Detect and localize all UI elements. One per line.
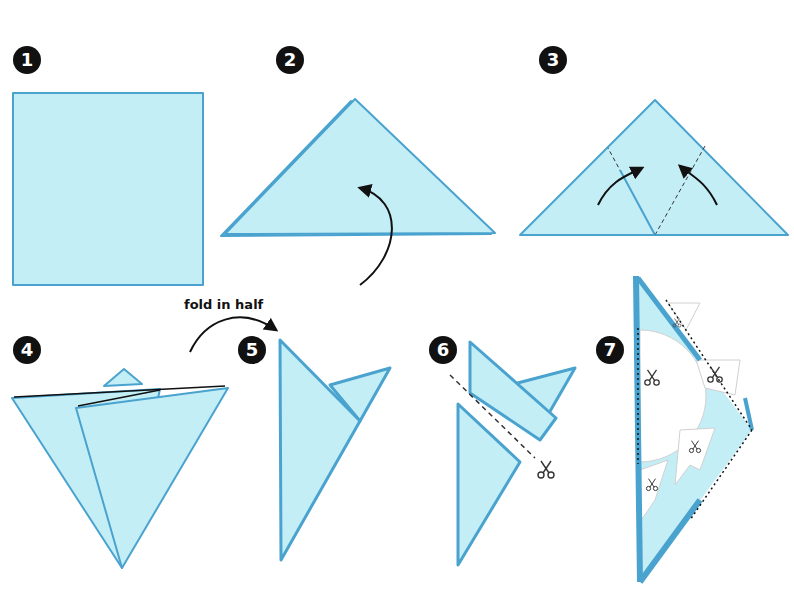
paper-triangle (225, 99, 495, 234)
step-number: 3 (539, 46, 567, 74)
step-number: 7 (596, 336, 624, 364)
paper-square (13, 93, 203, 285)
fold-arrow (360, 188, 392, 285)
step-number: 2 (276, 46, 304, 74)
step-number: 4 (13, 336, 41, 364)
cutout-triangle (696, 360, 740, 395)
paper-right-fold (76, 388, 228, 568)
cutout-notch (675, 428, 715, 485)
paper-folded (280, 340, 360, 560)
paper-tip (104, 369, 142, 386)
paper-triangle (520, 100, 788, 235)
step-number: 5 (238, 336, 266, 364)
fold-note: fold in half (184, 297, 263, 313)
paper-piece (458, 404, 520, 565)
paper-cut-shape (636, 276, 752, 582)
step-number: 6 (429, 336, 457, 364)
step-number: 1 (13, 46, 41, 74)
cutout-notch (640, 460, 668, 522)
